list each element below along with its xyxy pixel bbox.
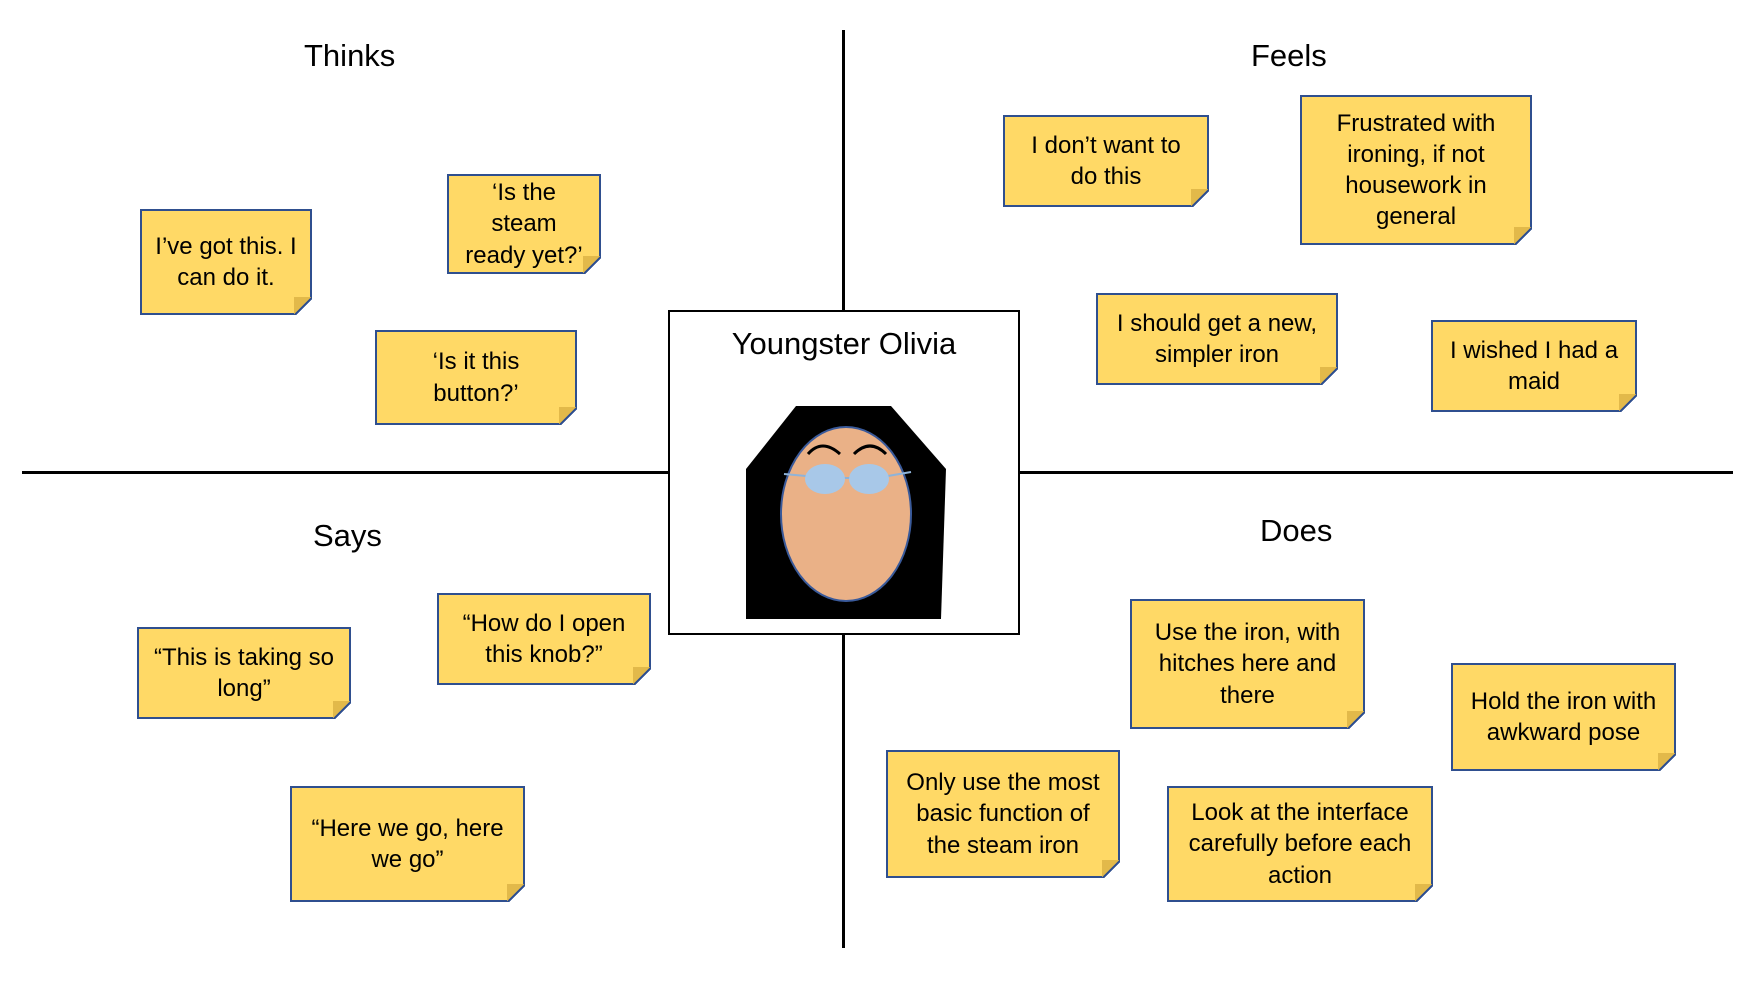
sticky-note: “Here we go, here we go”: [290, 786, 525, 902]
sticky-note: Hold the iron with awkward pose: [1451, 663, 1676, 771]
sticky-note: I wished I had a maid: [1431, 320, 1637, 412]
sticky-note: Only use the most basic function of the …: [886, 750, 1120, 878]
sticky-note: Frustrated with ironing, if not housewor…: [1300, 95, 1532, 245]
left-lens: [805, 464, 845, 494]
feels-title: Feels: [1251, 38, 1327, 73]
persona-card: Youngster Olivia: [668, 310, 1020, 635]
says-title: Says: [313, 518, 382, 553]
sticky-note: Look at the interface carefully before e…: [1167, 786, 1433, 902]
sticky-note: “How do I open this knob?”: [437, 593, 651, 685]
does-title: Does: [1260, 513, 1333, 548]
thinks-title: Thinks: [304, 38, 396, 73]
sticky-note: Use the iron, with hitches here and ther…: [1130, 599, 1365, 729]
glasses-arm-right: [887, 471, 912, 477]
sticky-note: I’ve got this. I can do it.: [140, 209, 312, 315]
sticky-note: ‘Is it this button?’: [375, 330, 577, 425]
right-lens: [849, 464, 889, 494]
glasses-arm-left: [783, 473, 807, 477]
left-eyebrow: [806, 444, 841, 456]
sticky-note: I don’t want to do this: [1003, 115, 1209, 207]
sticky-note: ‘Is the steam ready yet?’: [447, 174, 601, 274]
persona-avatar-icon: [746, 406, 946, 619]
sticky-note: I should get a new, simpler iron: [1096, 293, 1338, 385]
face-shape: [780, 426, 912, 602]
sticky-note: “This is taking so long”: [137, 627, 351, 719]
persona-name: Youngster Olivia: [731, 326, 957, 361]
right-eyebrow: [852, 444, 888, 456]
